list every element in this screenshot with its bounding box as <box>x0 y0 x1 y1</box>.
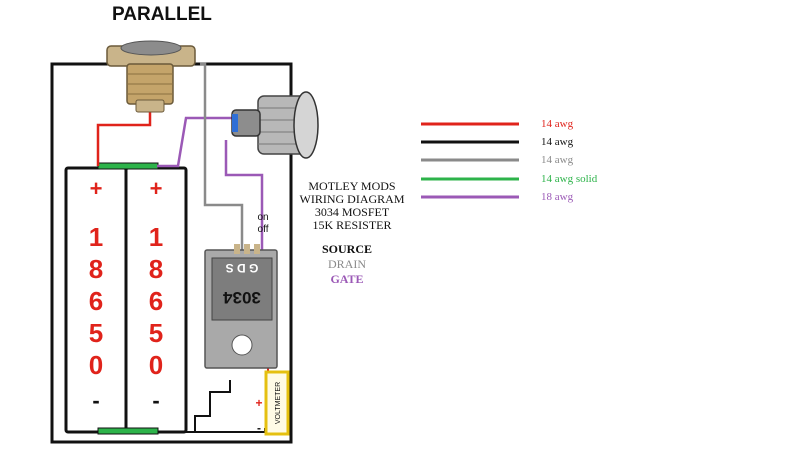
battery-2-digit-4: 5 <box>148 318 164 348</box>
battery-2-minus: - <box>152 388 160 413</box>
pin-label-gate: GATE <box>330 272 364 286</box>
voltmeter-minus: - <box>257 421 261 435</box>
legend <box>421 122 519 199</box>
info-line-2: WIRING DIAGRAM <box>299 192 405 206</box>
voltmeter-plus: + <box>255 396 262 410</box>
red-wire-positive <box>96 110 152 166</box>
pin-label-drain: DRAIN <box>328 257 366 271</box>
switch-off-label: off <box>258 224 269 235</box>
mosfet-part-number: 3034 <box>223 288 261 307</box>
battery-2-digit-5: 0 <box>148 350 164 380</box>
legend-label-gray: 14 awg <box>541 154 574 166</box>
switch-on-label: on <box>257 212 268 223</box>
battery-1-minus: - <box>92 388 100 413</box>
battery-2-digit-2: 8 <box>148 254 164 284</box>
battery-1-digit-4: 5 <box>88 318 104 348</box>
purple-wire-gate <box>224 140 264 252</box>
info-line-3: 3034 MOSFET <box>314 205 390 219</box>
legend-label-green: 14 awg solid <box>541 173 598 185</box>
battery-1-digit-1: 1 <box>88 222 104 252</box>
battery-1-digit-3: 6 <box>88 286 104 316</box>
info-block: MOTLEY MODS WIRING DIAGRAM 3034 MOSFET 1… <box>296 180 408 232</box>
info-line-4: 15K RESISTER <box>312 218 392 232</box>
mosfet-icon <box>204 244 278 369</box>
mosfet-pin-label: G D S <box>226 261 259 275</box>
info-line-1: MOTLEY MODS <box>308 179 396 193</box>
battery-1-digit-2: 8 <box>88 254 104 284</box>
legend-label-red: 14 awg <box>541 118 574 130</box>
purple-wire-led <box>157 116 236 168</box>
voltmeter-label: VOLTMETER <box>275 382 282 424</box>
voltmeter-icon <box>264 370 290 436</box>
gray-wire-drain <box>200 62 244 252</box>
battery-2-digit-3: 6 <box>148 286 164 316</box>
battery-2-plus: + <box>149 176 163 201</box>
black-wire-voltmeter <box>185 428 266 433</box>
legend-label-black: 14 awg <box>541 136 574 148</box>
battery-1-digit-5: 0 <box>88 350 104 380</box>
led-switch-icon <box>231 91 319 159</box>
battery-1-plus: + <box>89 176 103 201</box>
battery-2-digit-1: 1 <box>148 222 164 252</box>
diagram-title: PARALLEL <box>112 4 212 25</box>
top-strap-green <box>97 162 159 170</box>
bottom-strap-green <box>97 427 159 435</box>
firing-button-icon <box>106 40 196 113</box>
legend-label-purple: 18 awg <box>541 191 574 203</box>
pin-label-source: SOURCE <box>321 242 372 256</box>
